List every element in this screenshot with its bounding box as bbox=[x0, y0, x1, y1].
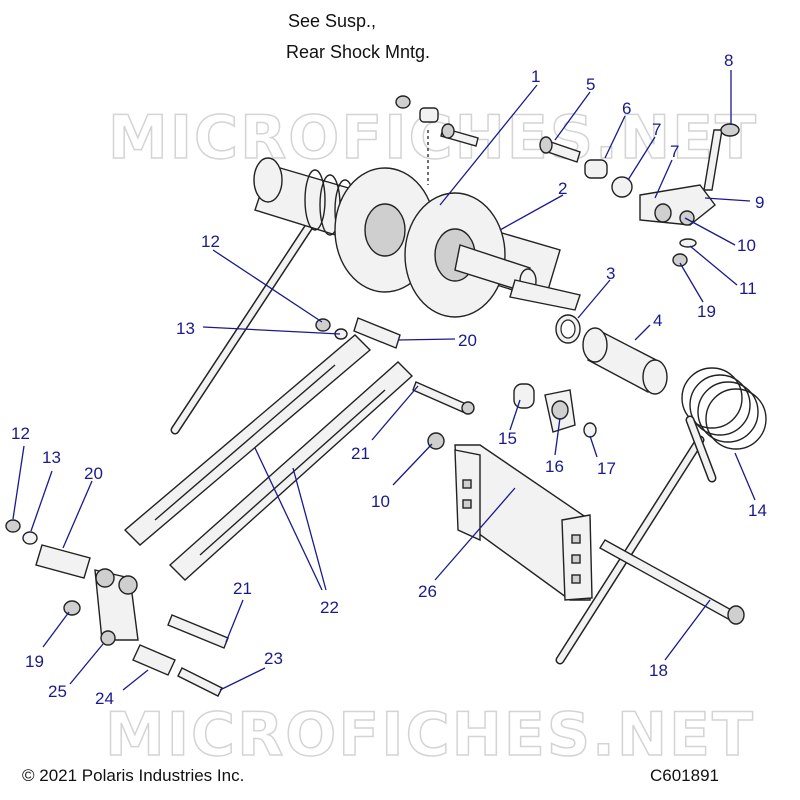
callout-21-upper: 21 bbox=[351, 444, 370, 463]
lower-left-hardware bbox=[5, 519, 229, 697]
leader-lines bbox=[12, 70, 756, 691]
callout-8: 8 bbox=[724, 51, 733, 70]
callout-19-upper: 19 bbox=[697, 302, 716, 321]
callout-4: 4 bbox=[653, 311, 662, 330]
bracket-assembly bbox=[454, 444, 593, 601]
callout-25: 25 bbox=[48, 682, 67, 701]
cross-rod bbox=[599, 539, 745, 625]
callout-11: 11 bbox=[739, 279, 757, 298]
callout-6: 6 bbox=[622, 99, 631, 118]
link-arms bbox=[123, 334, 414, 581]
callout-9: 9 bbox=[755, 193, 764, 212]
callout-3: 3 bbox=[606, 264, 615, 283]
upper-link-hardware bbox=[315, 317, 401, 349]
callout-13-lower: 13 bbox=[42, 448, 61, 467]
callout-7a: 7 bbox=[652, 120, 661, 139]
callout-1: 1 bbox=[531, 67, 540, 86]
callout-20-upper: 20 bbox=[458, 331, 477, 350]
ring-and-sleeve bbox=[555, 314, 668, 395]
callout-16: 16 bbox=[545, 457, 564, 476]
copyright-text: © 2021 Polaris Industries Inc. bbox=[22, 766, 244, 785]
callout-21-lower: 21 bbox=[233, 579, 252, 598]
callout-12-upper: 12 bbox=[201, 232, 220, 251]
callout-26: 26 bbox=[418, 582, 437, 601]
callout-10-upper: 10 bbox=[737, 236, 756, 255]
callout-23: 23 bbox=[264, 649, 283, 668]
callout-19-lower: 19 bbox=[25, 652, 44, 671]
callout-14: 14 bbox=[748, 501, 767, 520]
figure-code: C601891 bbox=[650, 766, 719, 785]
note-line-2: Rear Shock Mntg. bbox=[286, 42, 430, 62]
callout-22: 22 bbox=[320, 598, 339, 617]
rear-shock-assembly bbox=[170, 157, 581, 435]
torsion-spring bbox=[555, 367, 767, 665]
callout-5: 5 bbox=[586, 75, 595, 94]
callout-labels: 1 2 3 4 5 6 7 7 8 9 10 11 19 12 13 20 21… bbox=[11, 51, 767, 708]
pivot-parts bbox=[412, 381, 597, 450]
callout-12-lower: 12 bbox=[11, 424, 30, 443]
upper-hardware bbox=[395, 95, 740, 267]
callout-24: 24 bbox=[95, 689, 114, 708]
callout-13-upper: 13 bbox=[176, 319, 195, 338]
callout-7b: 7 bbox=[670, 142, 679, 161]
callout-20-lower: 20 bbox=[84, 464, 103, 483]
callout-15: 15 bbox=[498, 429, 517, 448]
note-line-1: See Susp., bbox=[288, 11, 376, 31]
callout-17: 17 bbox=[597, 459, 616, 478]
callout-2: 2 bbox=[558, 179, 567, 198]
callout-10-lower: 10 bbox=[371, 492, 390, 511]
callout-18: 18 bbox=[649, 661, 668, 680]
watermark-bottom: MICROFICHES.NET bbox=[105, 700, 755, 770]
